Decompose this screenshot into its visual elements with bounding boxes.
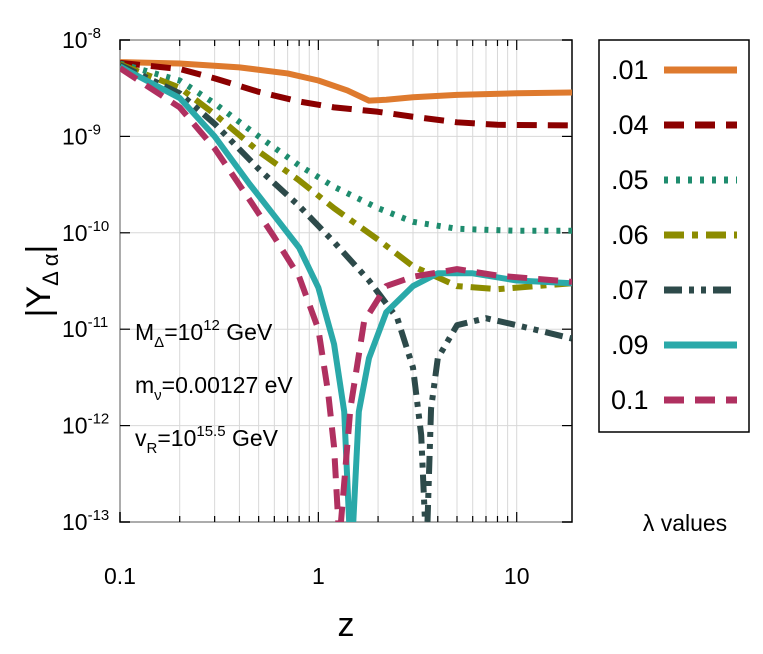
y-tick-exponent: -12: [88, 411, 110, 428]
y-tick-exponent: -11: [88, 314, 109, 331]
annotation-0: MΔ=1012 GeV: [135, 317, 273, 351]
legend-label-3: .06: [611, 220, 649, 250]
y-tick-exponent: -10: [88, 218, 110, 235]
y-tick-label-2: 10-10: [62, 218, 109, 246]
legend-label-1: .04: [611, 110, 649, 140]
annotation-2: vR=1015.5 GeV: [135, 423, 279, 457]
y-axis-label-sub: Δ α: [38, 253, 63, 286]
y-tick-base: 10: [62, 413, 88, 439]
x-tick-label-1: 1: [312, 563, 325, 589]
y-axis-label: |YΔ α|: [20, 245, 63, 318]
x-tick-label-2: 10: [504, 563, 530, 589]
y-tick-base: 10: [62, 27, 88, 53]
y-tick-base: 10: [62, 316, 88, 342]
y-axis-label-end: |: [20, 245, 58, 254]
legend-caption: λ values: [643, 510, 727, 536]
x-axis-label: z: [338, 606, 355, 644]
legend-label-4: .07: [611, 275, 649, 305]
legend: .01 .04 .05 .06 .07 .09 0.1: [611, 55, 737, 415]
legend-label-2: .05: [611, 165, 649, 195]
x-tick-label-0: 0.1: [104, 563, 136, 589]
series-line-4: [120, 62, 572, 522]
y-tick-base: 10: [62, 220, 88, 246]
y-tick-label-5: 10-13: [62, 507, 109, 535]
legend-label-6: 0.1: [611, 385, 649, 415]
series-layer: [120, 59, 572, 522]
y-tick-base: 10: [62, 123, 88, 149]
y-tick-label-4: 10-12: [62, 411, 109, 439]
y-tick-exponent: -13: [88, 507, 110, 524]
parameter-annotations: MΔ=1012 GeV mν=0.00127 eV vR=1015.5 GeV: [135, 317, 293, 457]
series-line-0: [120, 59, 572, 104]
y-tick-label-0: 10-8: [62, 25, 101, 53]
y-axis-label-main: |Y: [20, 286, 58, 318]
series-line-1: [120, 59, 572, 129]
legend-label-0: .01: [611, 55, 649, 85]
legend-label-5: .09: [611, 330, 649, 360]
series-line-6: [120, 65, 572, 522]
series-line-5: [120, 63, 572, 522]
y-tick-label-1: 10-9: [62, 121, 101, 149]
series-line-3: [120, 61, 572, 293]
annotation-1: mν=0.00127 eV: [135, 372, 293, 404]
y-tick-exponent: -9: [88, 121, 101, 138]
y-tick-base: 10: [62, 509, 88, 535]
y-tick-exponent: -8: [88, 25, 101, 42]
y-tick-label-3: 10-11: [62, 314, 108, 342]
